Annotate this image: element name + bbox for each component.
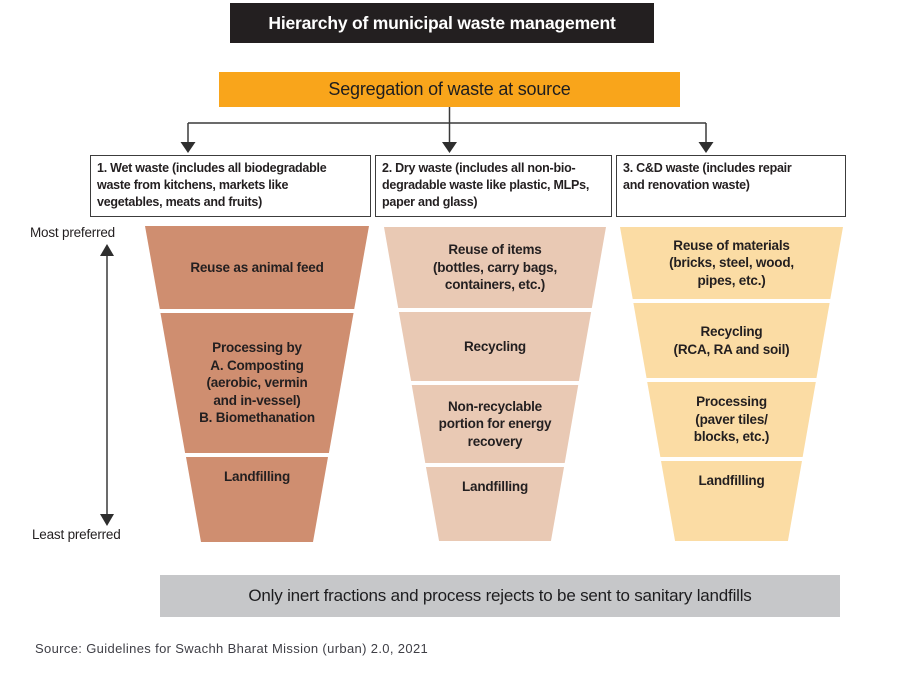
funnel-step: Reuse of items (bottles, carry bags, con… [384, 227, 606, 308]
funnel-step: Reuse of materials (bricks, steel, wood,… [620, 227, 843, 299]
funnel-step: Processing by A. Composting (aerobic, ve… [160, 313, 354, 453]
funnel-wet-waste: Reuse as animal feed Processing by A. Co… [145, 226, 369, 542]
funnel-step: Reuse as animal feed [145, 226, 369, 309]
title-banner: Hierarchy of municipal waste management [230, 3, 654, 43]
least-preferred-label: Least preferred [32, 527, 121, 542]
most-preferred-label: Most preferred [30, 225, 115, 240]
funnel-step: Landfilling [185, 457, 329, 542]
funnel-step: Non-recyclable portion for energy recove… [411, 385, 579, 463]
down-arrowhead-icon [180, 142, 196, 153]
category-box-wet-waste: 1. Wet waste (includes all biodegradable… [90, 155, 371, 217]
down-arrowhead-icon [100, 514, 114, 526]
funnel-cd-waste: Reuse of materials (bricks, steel, wood,… [620, 227, 843, 541]
category-box-cd-waste: 3. C&D waste (includes repair and renova… [616, 155, 846, 217]
funnel-step: Landfilling [661, 461, 802, 541]
segregation-banner-label: Segregation of waste at source [328, 79, 571, 99]
down-arrowhead-icon [698, 142, 714, 153]
category-box-dry-waste: 2. Dry waste (includes all non-bio- degr… [375, 155, 612, 217]
landfill-note-banner: Only inert fractions and process rejects… [160, 575, 840, 617]
down-arrowhead-icon [442, 142, 457, 153]
landfill-note-label: Only inert fractions and process rejects… [248, 586, 752, 605]
source-text: Source: Guidelines for Swachh Bharat Mis… [35, 641, 429, 656]
page-title: Hierarchy of municipal waste management [268, 12, 616, 33]
funnel-step: Recycling (RCA, RA and soil) [633, 303, 830, 378]
up-arrowhead-icon [100, 244, 114, 256]
funnel-step: Landfilling [425, 467, 565, 541]
funnel-dry-waste: Reuse of items (bottles, carry bags, con… [384, 227, 606, 541]
segregation-banner: Segregation of waste at source [219, 72, 680, 107]
funnel-step: Recycling [398, 312, 592, 381]
funnel-step: Processing (paver tiles/ blocks, etc.) [647, 382, 816, 457]
